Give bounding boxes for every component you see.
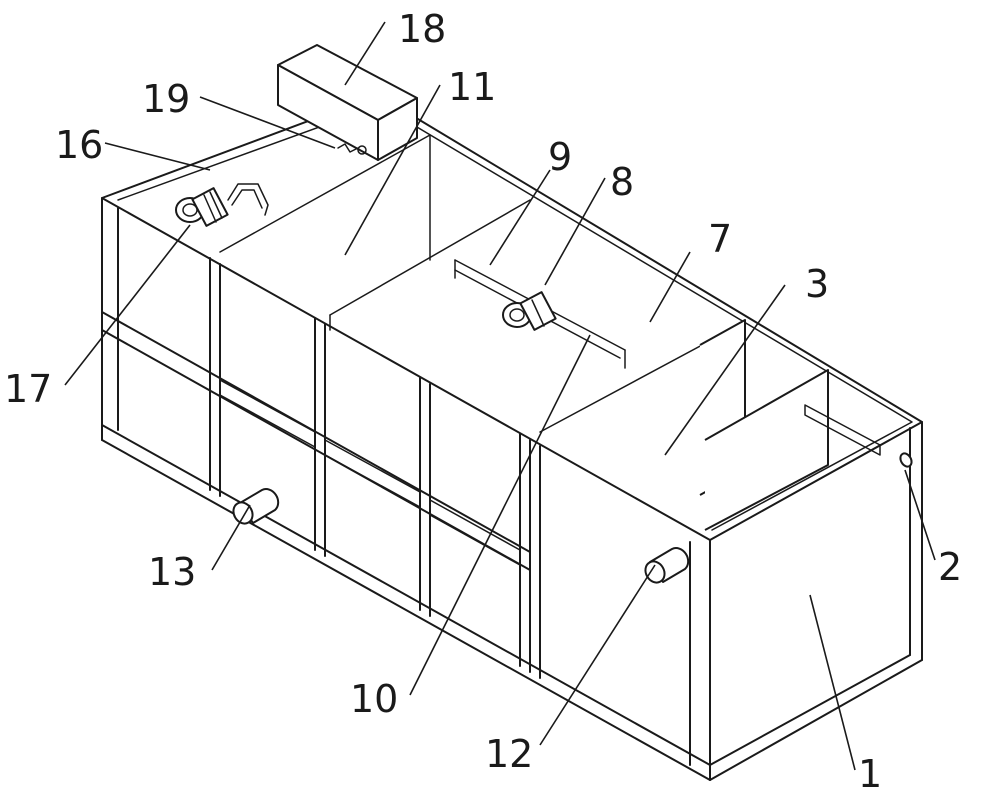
label-8: 8 [610,160,634,204]
leader-lines [64,21,936,771]
label-11: 11 [448,65,496,109]
label-16: 16 [55,123,103,167]
label-19: 19 [142,77,190,121]
label-9: 9 [548,135,572,179]
control-box-18 [277,44,418,161]
label-2: 2 [938,545,962,589]
label-18: 18 [398,7,446,51]
part-labels: 18 19 16 11 9 8 7 3 17 13 2 10 12 1 [4,7,962,793]
label-13: 13 [148,550,196,594]
label-17: 17 [4,367,52,411]
label-7: 7 [708,217,732,261]
outlet-13 [232,488,280,525]
frame-columns [209,257,541,679]
label-1: 1 [858,752,882,793]
inlet-2 [899,452,913,468]
fitting-19 [337,143,367,155]
pump-8 [502,291,557,331]
internal-partitions [219,134,881,531]
outlet-12 [644,547,690,584]
pump-17 [175,183,269,227]
label-12: 12 [485,732,533,776]
label-10: 10 [350,677,398,721]
label-3: 3 [805,262,829,306]
